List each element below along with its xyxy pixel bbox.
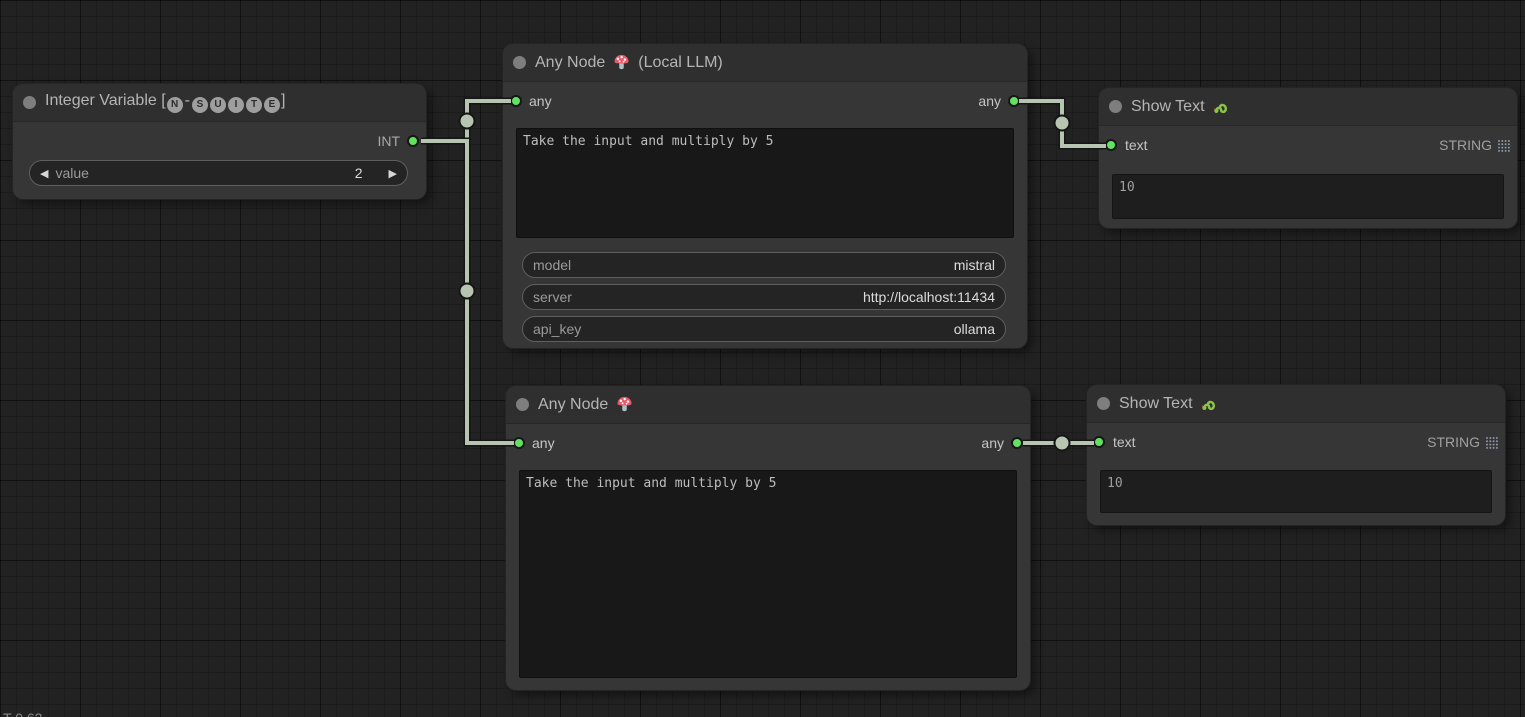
link-int-to-anynode-llm[interactable] [421, 97, 511, 145]
model-widget[interactable]: model mistral [522, 252, 1006, 278]
node-title-bar[interactable]: Show Text [1099, 88, 1517, 126]
api-key-widget[interactable]: api_key ollama [522, 316, 1006, 342]
widget-value: mistral [953, 257, 995, 273]
input-port-any[interactable] [510, 95, 522, 107]
node-any-node-plain[interactable]: Any Node any any Take the input and mult… [506, 386, 1030, 690]
badge-letter: S [192, 96, 208, 113]
widget-label: model [533, 257, 572, 273]
collapse-dot-icon[interactable] [23, 96, 36, 109]
result-textarea[interactable]: 10 [1100, 470, 1492, 513]
node-show-text-top[interactable]: Show Text text STRING [1099, 88, 1517, 228]
link-midpoint-dot[interactable] [458, 112, 476, 130]
input-label: any [532, 435, 555, 451]
grip-dots-icon[interactable] [1485, 436, 1498, 449]
badge-letter: E [264, 96, 280, 113]
node-title-bar[interactable]: Any Node [506, 386, 1030, 424]
node-title-text: Show Text [1131, 97, 1205, 115]
node-title-text: Any Node [538, 395, 609, 413]
badge-letter: I [228, 96, 244, 113]
output-port-int[interactable] [407, 135, 419, 147]
server-widget[interactable]: server http://localhost:11434 [522, 284, 1006, 310]
input-port-text[interactable] [1105, 139, 1117, 151]
output-row-int: INT [13, 126, 426, 156]
input-port-any[interactable] [513, 437, 525, 449]
input-label: any [529, 93, 552, 109]
decrement-arrow-icon[interactable]: ◀ [40, 167, 49, 180]
io-row-text: text STRING [1087, 427, 1505, 457]
link-midpoint-dot[interactable] [1053, 114, 1071, 132]
link-midpoint-dot[interactable] [1053, 434, 1071, 452]
node-any-node-llm[interactable]: Any Node (Local LLM) any any Take the in… [503, 44, 1027, 348]
input-label: text [1125, 137, 1148, 153]
badge-letter: T [246, 96, 262, 113]
widget-label: api_key [533, 321, 582, 337]
output-label: any [981, 435, 1004, 451]
input-label: text [1113, 434, 1136, 450]
badge-letter: U [210, 96, 226, 113]
mushroom-icon [614, 54, 629, 70]
node-title-suffix: (Local LLM) [638, 53, 723, 71]
snake-icon [1201, 400, 1215, 411]
node-title-text: Show Text [1119, 394, 1193, 412]
link-int-to-anynode-plain[interactable] [421, 137, 514, 447]
badge-letter: N [166, 96, 183, 113]
collapse-dot-icon[interactable] [1109, 100, 1122, 113]
prompt-textarea[interactable]: Take the input and multiply by 5 [519, 470, 1017, 678]
output-port-any[interactable] [1011, 437, 1023, 449]
io-row-text: text STRING [1099, 130, 1517, 160]
node-title-bar[interactable]: Show Text [1087, 385, 1505, 423]
value-stepper-widget[interactable]: ◀ value 2 ▶ [29, 160, 408, 186]
collapse-dot-icon[interactable] [516, 398, 529, 411]
link-anynode-llm-to-showtext[interactable] [1019, 97, 1106, 150]
widget-label: value [55, 165, 89, 181]
output-label: any [978, 93, 1001, 109]
widget-value: ollama [953, 321, 995, 337]
node-title-bar[interactable]: Any Node (Local LLM) [503, 44, 1027, 82]
node-show-text-bottom[interactable]: Show Text text STRING [1087, 385, 1505, 525]
output-label: INT [377, 133, 400, 149]
io-row-any: any any [506, 428, 1030, 458]
result-textarea[interactable]: 10 [1112, 174, 1504, 219]
snake-icon [1213, 103, 1227, 114]
node-title-text: Any Node [535, 53, 606, 71]
link-midpoint-dot[interactable] [458, 282, 476, 300]
widget-value: http://localhost:11434 [862, 289, 995, 305]
canvas-scale-indicator: T 0.62 [3, 710, 42, 717]
input-port-text[interactable] [1093, 436, 1105, 448]
mushroom-icon [617, 396, 632, 412]
widget-label: server [533, 289, 572, 305]
collapse-dot-icon[interactable] [513, 56, 526, 69]
grip-dots-icon[interactable] [1497, 139, 1510, 152]
io-row-any: any any [503, 86, 1027, 116]
output-port-any[interactable] [1008, 95, 1020, 107]
increment-arrow-icon[interactable]: ▶ [388, 167, 397, 180]
type-label: STRING [1427, 434, 1498, 450]
prompt-textarea[interactable]: Take the input and multiply by 5 [516, 128, 1014, 238]
collapse-dot-icon[interactable] [1097, 397, 1110, 410]
widget-value: 2 [354, 165, 363, 181]
type-label: STRING [1439, 137, 1510, 153]
